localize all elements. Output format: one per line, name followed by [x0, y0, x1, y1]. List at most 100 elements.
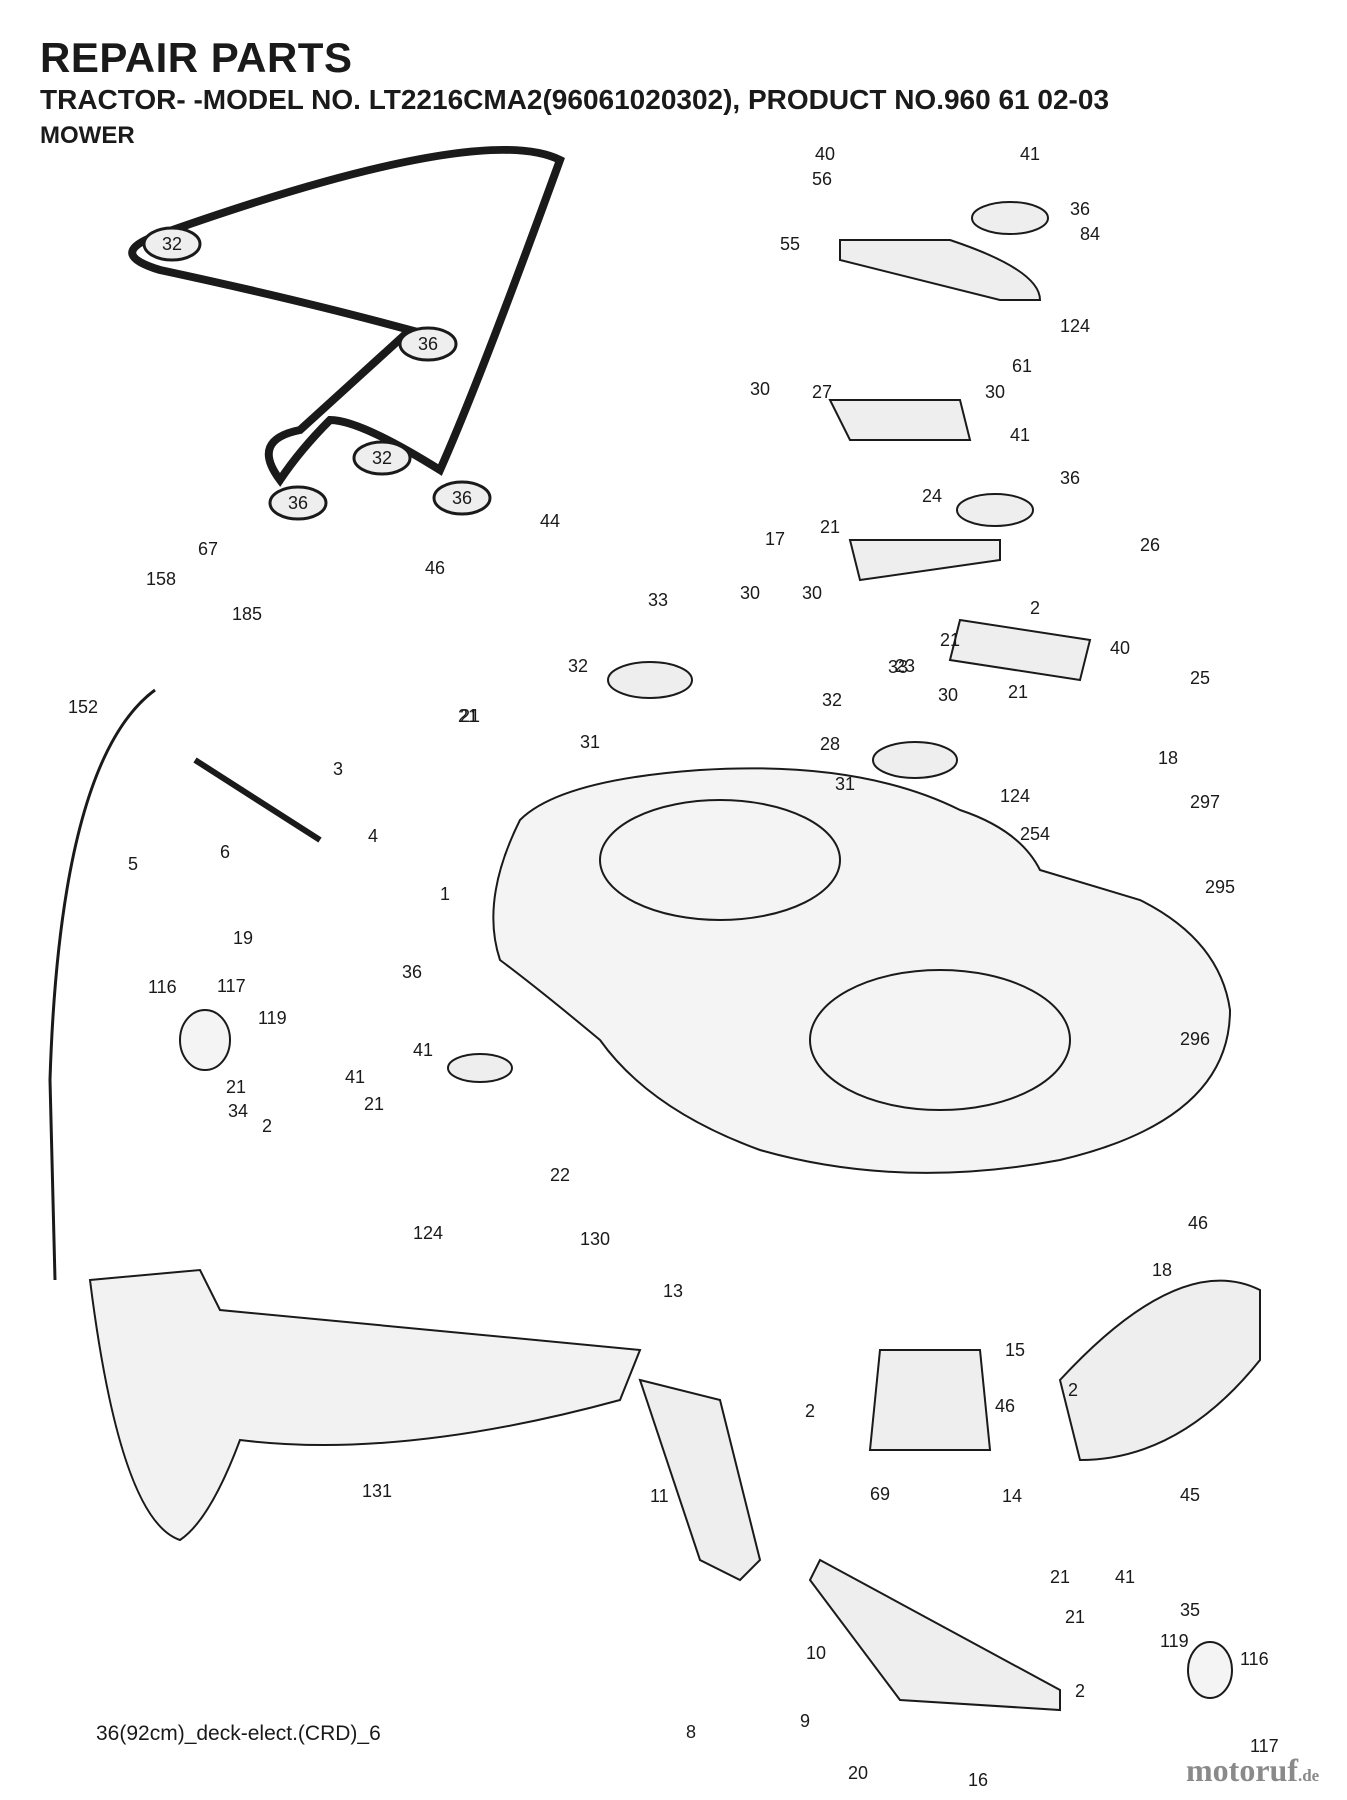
callout-296: 296	[1180, 1029, 1210, 1049]
callout-36: 36	[1070, 199, 1090, 219]
bracket-23	[948, 618, 1092, 682]
callout-124: 124	[1000, 786, 1030, 806]
callout-15: 15	[1005, 1340, 1025, 1360]
callout-124: 124	[1060, 316, 1090, 336]
callout-4: 4	[368, 826, 378, 846]
callout-41: 41	[1115, 1567, 1135, 1587]
callout-2: 2	[1075, 1681, 1085, 1701]
callout-24: 24	[922, 486, 942, 506]
callout-21: 21	[364, 1094, 384, 1114]
discharge-chute-131	[88, 1268, 642, 1542]
callout-119: 119	[258, 1008, 287, 1028]
callout-130: 130	[580, 1229, 610, 1249]
callout-30: 30	[802, 583, 822, 603]
callout-117: 117	[217, 976, 246, 996]
callout-21: 21	[940, 630, 960, 650]
gauge-wheel-117-left	[179, 1009, 231, 1071]
callout-3: 3	[333, 759, 343, 779]
callout-9: 9	[800, 1711, 810, 1731]
callout-36: 36	[402, 962, 422, 982]
drawing-code: 36(92cm)_deck-elect.(CRD)_6	[96, 1722, 381, 1745]
callout-2: 2	[262, 1116, 272, 1136]
callout-14: 14	[1002, 1486, 1022, 1506]
callout-2: 2	[1068, 1380, 1078, 1400]
pulley-32-mid	[872, 741, 958, 779]
callout-44: 44	[540, 511, 560, 531]
pulley-32-left	[607, 661, 693, 699]
callout-152: 152	[68, 697, 98, 717]
callout-21: 21	[1050, 1567, 1070, 1587]
belt-pulley-36	[398, 326, 458, 362]
section-label: MOWER	[40, 122, 135, 149]
belt-pulley-label: 36	[452, 488, 472, 508]
callout-40: 40	[815, 144, 835, 164]
pulley-36-lower	[447, 1053, 513, 1083]
callout-41: 41	[1010, 425, 1030, 445]
callout-32: 32	[822, 690, 842, 710]
callout-21: 21	[1065, 1607, 1085, 1627]
callout-30: 30	[750, 379, 770, 399]
deflector-45	[1058, 1279, 1261, 1462]
model-subtitle: TRACTOR- -MODEL NO. LT2216CMA2(960610203…	[40, 84, 1110, 115]
callout-21: 21	[820, 517, 840, 537]
callout-1: 1	[440, 884, 450, 904]
callout-61: 61	[1012, 356, 1032, 376]
callout-17: 17	[765, 529, 785, 549]
deck-spindle-well-right	[809, 969, 1071, 1111]
callout-11: 11	[650, 1486, 669, 1506]
callout-2: 2	[1030, 598, 1040, 618]
pulley-36-top	[971, 201, 1049, 235]
rod-6	[193, 757, 322, 843]
callout-16: 16	[968, 1770, 988, 1790]
callout-46: 46	[1188, 1213, 1208, 1233]
callout-46: 46	[995, 1396, 1015, 1416]
belt-68	[128, 145, 565, 487]
callout-18: 18	[1158, 748, 1178, 768]
callout-21: 21	[458, 706, 478, 726]
belt-pulley-32	[352, 440, 412, 476]
callout-56: 56	[812, 169, 832, 189]
blade-11	[638, 1378, 762, 1582]
callout-117: 117	[1250, 1736, 1279, 1756]
callout-124: 124	[413, 1223, 443, 1243]
blade-16	[808, 1558, 1061, 1712]
page-title: REPAIR PARTS	[40, 34, 353, 81]
callout-25: 25	[1190, 668, 1210, 688]
callout-6: 6	[220, 842, 230, 862]
callout-116: 116	[1240, 1649, 1269, 1669]
callout-20: 20	[848, 1763, 868, 1783]
callout-30: 30	[985, 382, 1005, 402]
belt-pulley-32	[142, 226, 202, 262]
callout-18: 18	[1152, 1260, 1172, 1280]
gauge-wheel-117-right	[1187, 1641, 1233, 1699]
callout-19: 19	[233, 928, 253, 948]
callout-295: 295	[1205, 877, 1235, 897]
callout-131: 131	[362, 1481, 392, 1501]
callout-158: 158	[146, 569, 176, 589]
callout-69: 69	[870, 1484, 890, 1504]
callout-254: 254	[1020, 824, 1050, 844]
callout-30: 30	[938, 685, 958, 705]
bracket-27	[828, 399, 972, 441]
callout-22: 22	[550, 1165, 570, 1185]
callout-40: 40	[1110, 638, 1130, 658]
watermark-logo: motoruf.de	[1186, 1752, 1320, 1788]
callout-28: 28	[820, 734, 840, 754]
callout-21: 21	[460, 706, 480, 726]
callout-2: 2	[805, 1401, 815, 1421]
bracket-55	[839, 239, 1042, 301]
callout-26: 26	[1140, 535, 1160, 555]
callout-31: 31	[580, 732, 600, 752]
belt-pulley-label: 32	[372, 448, 392, 468]
callout-33: 33	[888, 657, 908, 677]
cable-152	[48, 688, 156, 1281]
callout-8: 8	[686, 1722, 696, 1742]
callout-33: 33	[648, 590, 668, 610]
belt-pulley-36	[268, 485, 328, 521]
belt-pulley-label: 36	[418, 334, 438, 354]
pulley-36-right	[956, 493, 1034, 527]
callout-10: 10	[806, 1643, 826, 1663]
